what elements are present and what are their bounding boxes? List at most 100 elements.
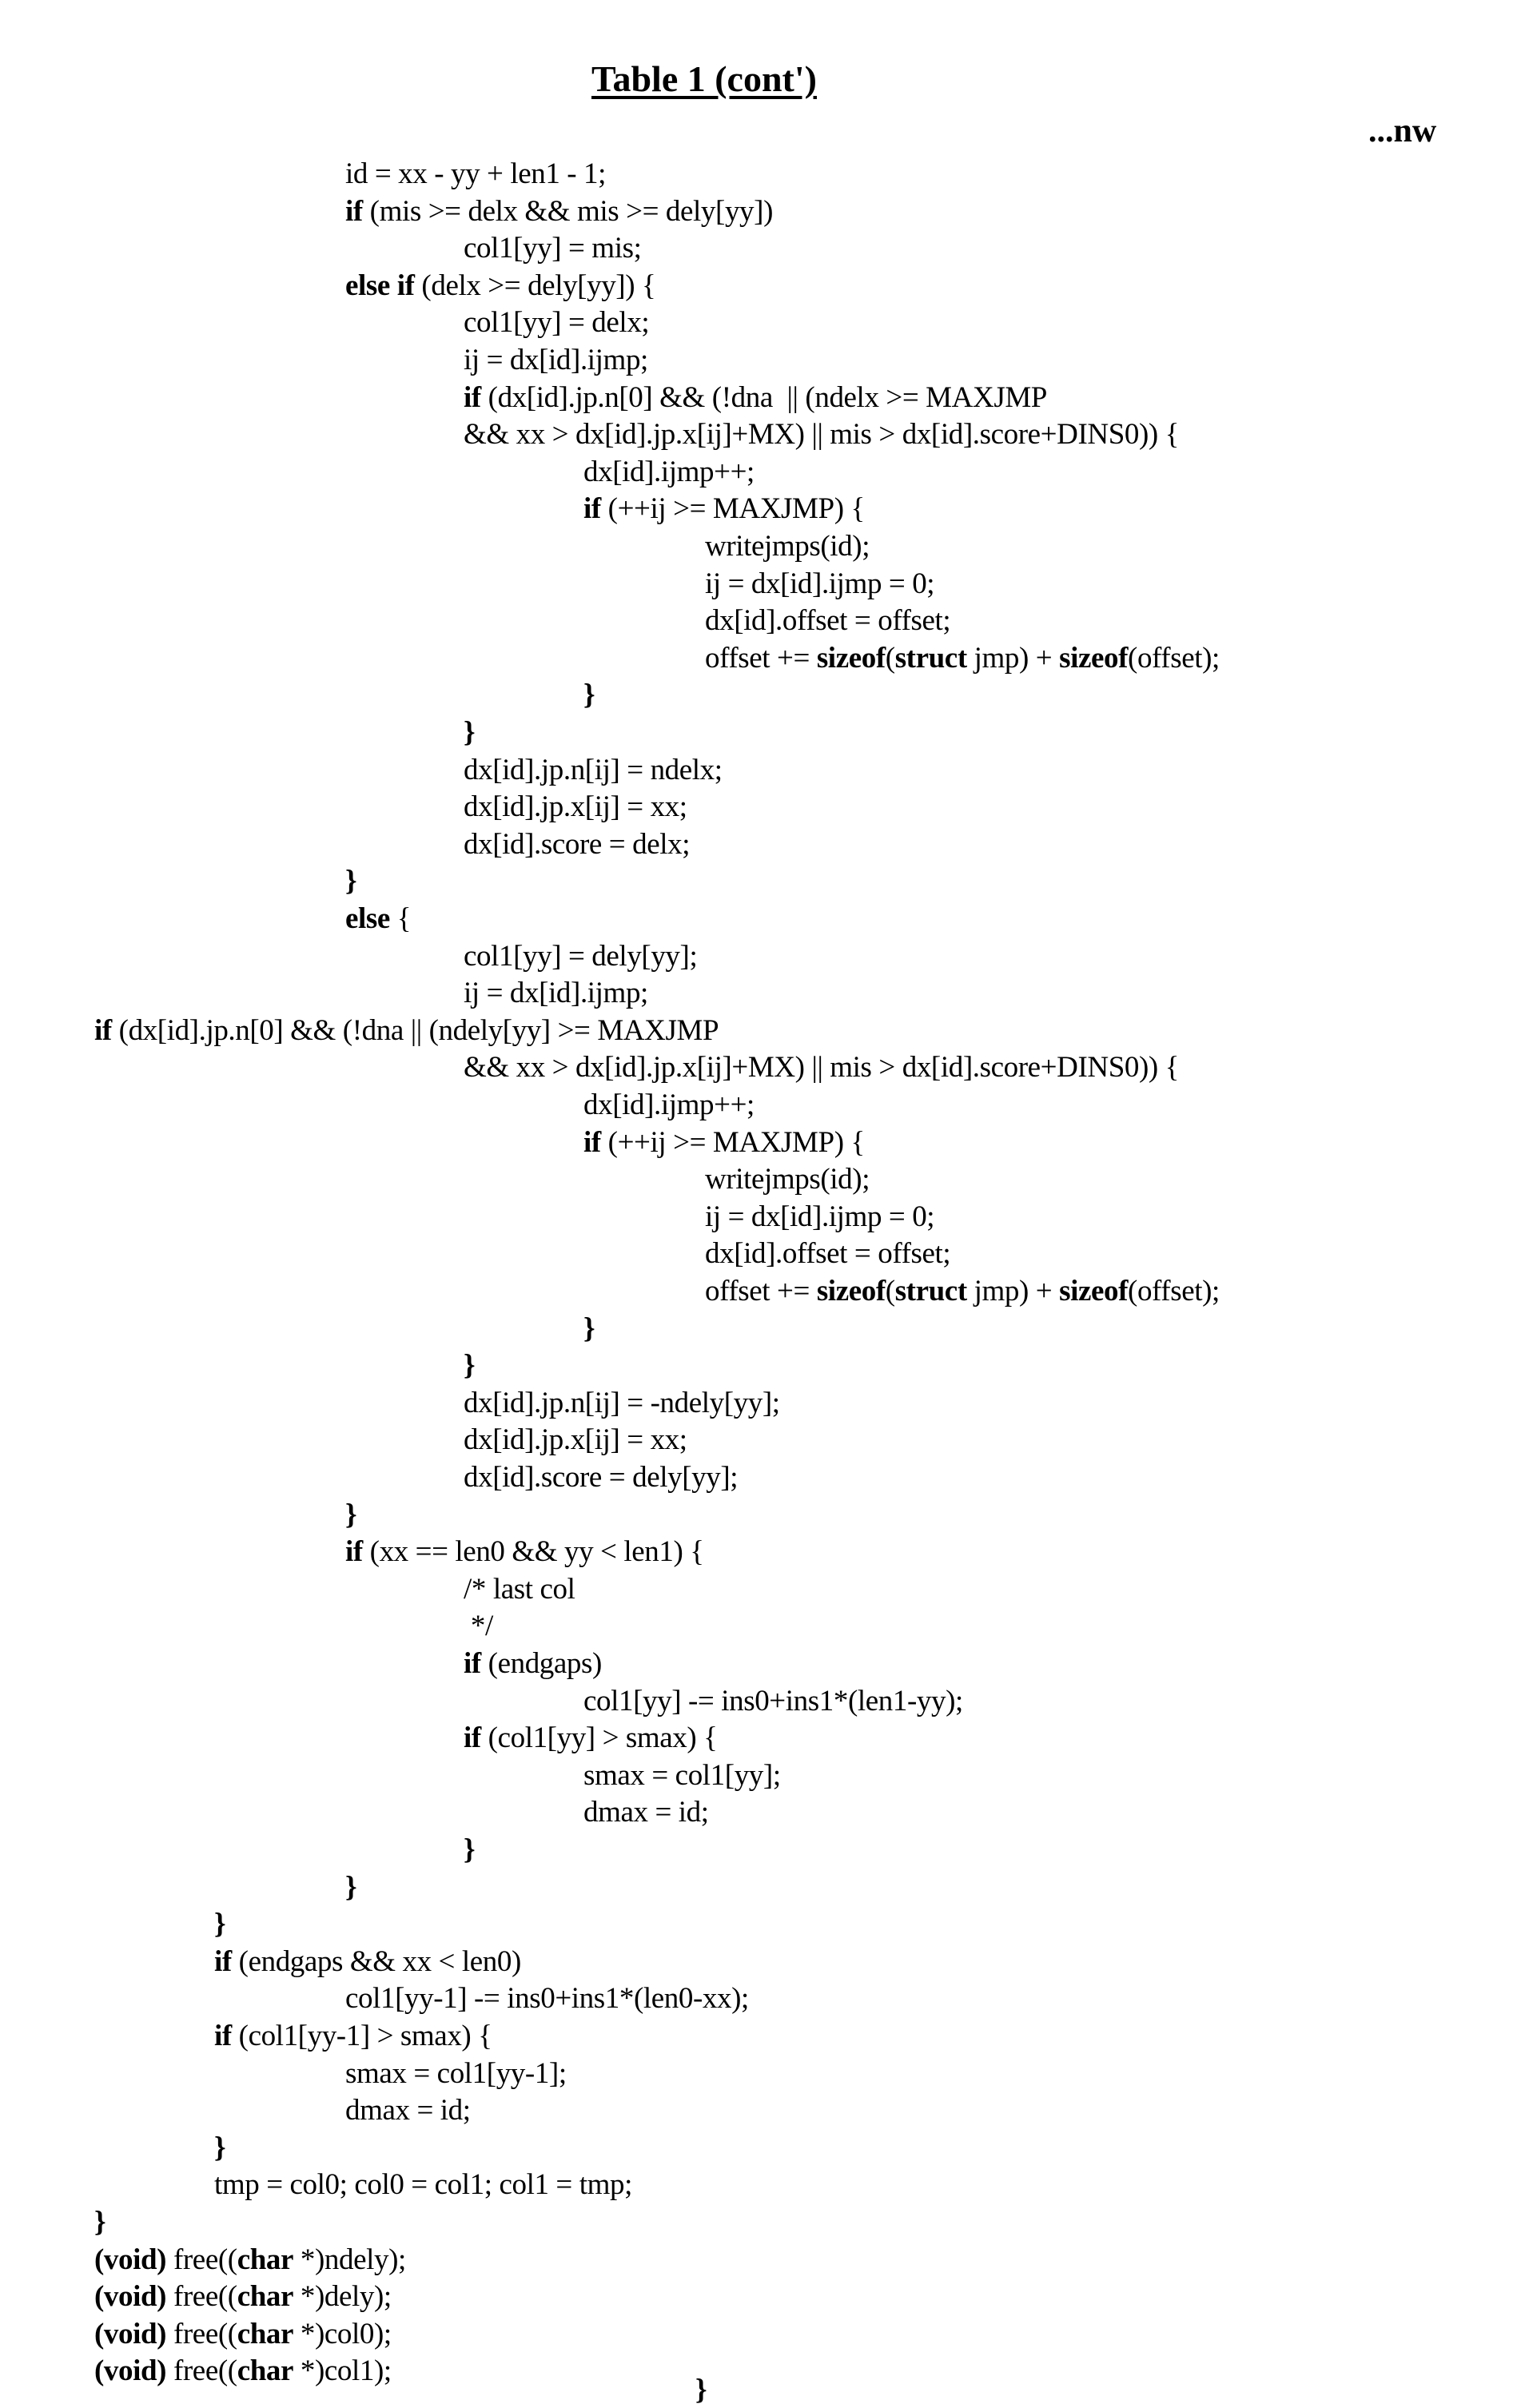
code-text: dx[id].offset = offset; (705, 604, 951, 638)
code-text: free(( (166, 2243, 237, 2276)
code-line: else { (345, 902, 412, 937)
code-text: (col1[yy-1] > smax) { (231, 2020, 492, 2052)
code-keyword: (void) (94, 2317, 167, 2350)
code-line: dx[id].jp.x[ij] = xx; (464, 790, 687, 825)
code-text: *)col0); (293, 2317, 392, 2350)
code-line: offset += sizeof(struct jmp) + sizeof(of… (705, 641, 1220, 676)
code-text: col1[yy-1] -= ins0+ins1*(len0-xx); (345, 1982, 749, 2016)
code-line: tmp = col0; col0 = col1; col1 = tmp; (214, 2167, 632, 2203)
code-line: dx[id].score = dely[yy]; (464, 1460, 739, 1495)
code-text: (endgaps) (480, 1647, 603, 1680)
code-keyword: sizeof (1059, 641, 1129, 675)
code-line: } (464, 1348, 476, 1383)
code-line: if (col1[yy-1] > smax) { (214, 2019, 492, 2054)
code-line: dx[id].score = delx; (464, 827, 690, 862)
code-text: (mis >= delx && mis >= dely[yy]) (362, 194, 774, 228)
code-line: dx[id].ijmp++; (583, 455, 755, 490)
code-text: && xx > dx[id].jp.x[ij]+MX) || mis > dx[… (464, 1051, 1180, 1085)
code-keyword: } (583, 1311, 595, 1345)
code-line: && xx > dx[id].jp.x[ij]+MX) || mis > dx[… (464, 417, 1179, 452)
code-line: col1[yy] = mis; (464, 231, 642, 266)
code-text: smax = col1[yy]; (583, 1758, 781, 1792)
code-text: (offset); (1128, 1275, 1220, 1307)
code-text: (offset); (1128, 641, 1220, 675)
code-keyword: } (214, 2131, 226, 2164)
code-keyword: (void) (94, 2243, 167, 2276)
code-keyword: sizeof (816, 1275, 886, 1307)
code-line: (void) free((char *)ndely); (94, 2243, 406, 2278)
code-text: offset += (705, 641, 817, 675)
code-line: col1[yy-1] -= ins0+ins1*(len0-xx); (345, 1981, 749, 2016)
code-line: } (464, 715, 476, 750)
code-line: dmax = id; (583, 1795, 709, 1830)
continuation-marker: ...nw (1368, 113, 1437, 149)
code-line: dx[id].jp.x[ij] = xx; (464, 1423, 687, 1458)
code-line: writejmps(id); (705, 1162, 870, 1197)
code-text: (dx[id].jp.n[0] && (!dna || (ndelx >= MA… (480, 380, 1048, 414)
code-text: jmp) + (966, 641, 1060, 675)
code-line: if (++ij >= MAXJMP) { (583, 1125, 865, 1160)
code-text: dmax = id; (345, 2094, 471, 2127)
code-line: && xx > dx[id].jp.x[ij]+MX) || mis > dx[… (464, 1050, 1179, 1085)
code-line: (void) free((char *)col1); (94, 2354, 392, 2389)
code-line: dx[id].offset = offset; (705, 603, 951, 639)
code-line: offset += sizeof(struct jmp) + sizeof(of… (705, 1274, 1220, 1309)
code-text: dx[id].jp.x[ij] = xx; (464, 1423, 687, 1457)
code-text: dx[id].offset = offset; (705, 1237, 951, 1271)
code-text: dx[id].score = delx; (464, 827, 691, 861)
code-line: } (345, 1870, 357, 1905)
code-keyword: } (94, 2206, 106, 2239)
code-text: /* last col (464, 1572, 575, 1606)
code-line: } (214, 1907, 226, 1942)
stray-closing-brace: } (695, 2374, 707, 2406)
code-text: dx[id].jp.x[ij] = xx; (464, 790, 687, 824)
code-line: writejmps(id); (705, 529, 870, 564)
code-line: col1[yy] = dely[yy]; (464, 939, 698, 974)
code-text: tmp = col0; col0 = col1; col1 = tmp; (214, 2168, 632, 2202)
code-keyword: } (345, 865, 357, 898)
code-text: dx[id].ijmp++; (583, 1089, 755, 1121)
code-text: && xx > dx[id].jp.x[ij]+MX) || mis > dx[… (464, 418, 1180, 452)
code-text: *)dely); (293, 2280, 392, 2314)
code-keyword: } (583, 679, 595, 712)
code-line: /* last col (464, 1572, 575, 1607)
code-keyword: if (345, 194, 363, 228)
code-keyword: else if (345, 269, 415, 302)
code-text: dx[id].jp.n[ij] = -ndely[yy]; (464, 1386, 780, 1419)
code-keyword: struct (894, 1275, 967, 1307)
code-keyword: } (464, 716, 476, 749)
code-line: if (xx == len0 && yy < len1) { (345, 1534, 704, 1570)
code-line: if (dx[id].jp.n[0] && (!dna || (ndelx >=… (464, 380, 1047, 416)
code-text: col1[yy] -= ins0+ins1*(len1-yy); (583, 1684, 963, 1717)
code-text: { (389, 902, 412, 935)
code-text: dmax = id; (583, 1796, 709, 1829)
code-keyword: char (237, 2243, 294, 2276)
code-keyword: if (464, 1721, 481, 1755)
code-line: dmax = id; (345, 2093, 471, 2128)
code-text: offset += (705, 1275, 817, 1307)
code-line: smax = col1[yy-1]; (345, 2056, 567, 2092)
code-keyword: if (464, 380, 481, 414)
code-line: dx[id].jp.n[ij] = ndelx; (464, 753, 723, 788)
code-line: (void) free((char *)col0); (94, 2317, 392, 2352)
code-text: (endgaps && xx < len0) (231, 1944, 522, 1978)
code-line: } (345, 1498, 357, 1533)
code-text: ( (885, 1275, 895, 1307)
code-keyword: sizeof (816, 641, 886, 675)
code-keyword: } (464, 1349, 476, 1383)
code-keyword: char (237, 2317, 294, 2350)
code-keyword: (void) (94, 2354, 167, 2388)
code-keyword: if (94, 1013, 112, 1047)
code-line: } (94, 2205, 106, 2240)
code-text: smax = col1[yy-1]; (345, 2056, 567, 2090)
code-line: if (dx[id].jp.n[0] && (!dna || (ndely[yy… (94, 1013, 719, 1049)
code-text: dx[id].ijmp++; (583, 455, 755, 488)
code-text: (delx >= dely[yy]) { (414, 269, 656, 302)
code-line: id = xx - yy + len1 - 1; (345, 157, 606, 192)
code-keyword: struct (894, 641, 967, 675)
code-text: *)col1); (293, 2354, 392, 2388)
code-text: *)ndely); (293, 2243, 406, 2276)
code-text: dx[id].jp.n[ij] = ndelx; (464, 753, 723, 786)
code-keyword: } (464, 1833, 476, 1866)
code-line: if (++ij >= MAXJMP) { (583, 492, 865, 527)
